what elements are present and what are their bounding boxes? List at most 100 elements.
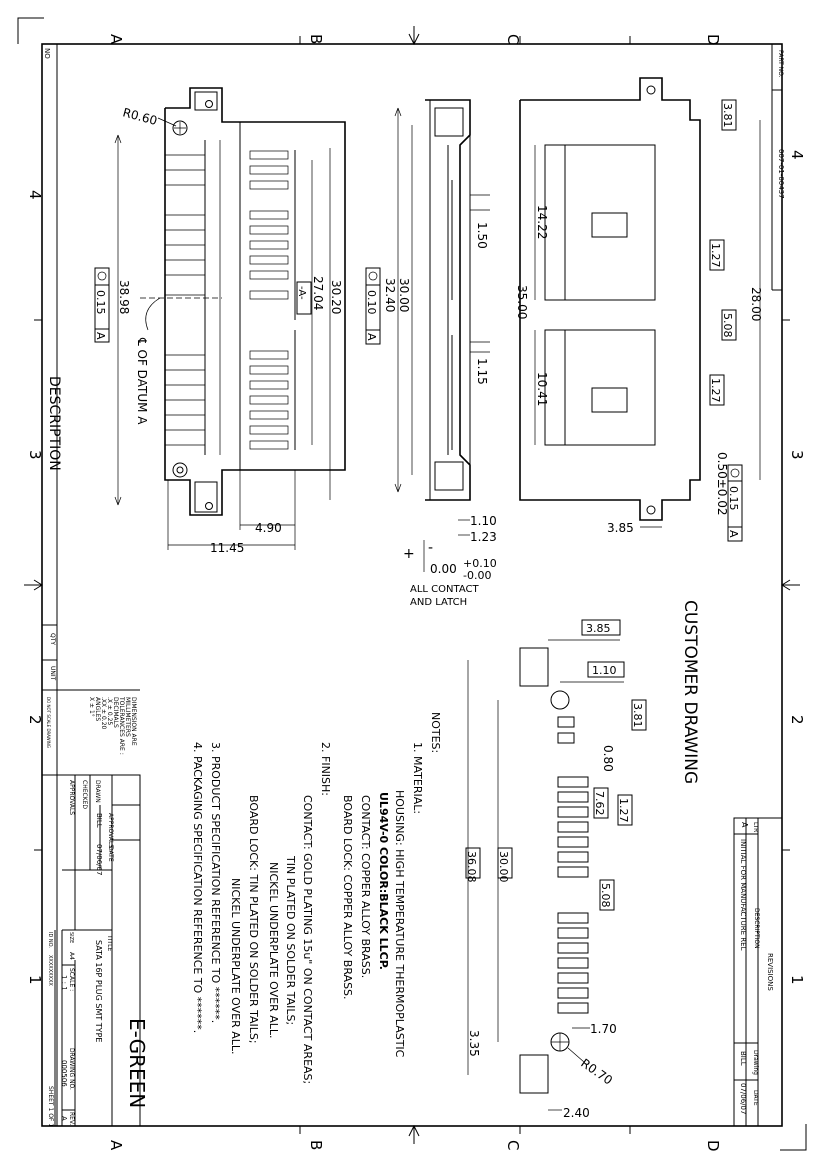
pcb-d385-box: [581, 619, 621, 636]
qty-label: QTY: [49, 633, 56, 645]
pcb-d385: 3.85: [586, 622, 611, 635]
view-c-bottom: 14.22 10.41 35.00 28.00 3.81 1.27 5.08 1…: [515, 77, 763, 542]
tb-title: SATA 16P PLUG SMT TYPE: [94, 940, 103, 1042]
contact-pin: [165, 225, 289, 235]
view-b-d000: 0.00: [430, 562, 457, 576]
notes-heading: NOTES:: [429, 712, 442, 753]
sheet-frame: [17, 17, 807, 1151]
tol-line-5: .X ± 0.25: [106, 697, 113, 725]
tb-id-label: ID NO.: [47, 932, 53, 948]
pcb-pad: [557, 927, 589, 939]
pcb-d762: 7.62: [593, 791, 606, 816]
zone-top-d: D: [704, 34, 722, 46]
view-a-datum-box-text: -A-: [296, 286, 307, 300]
pcb-pad: [557, 851, 589, 863]
pcb-d508: 5.08: [599, 883, 612, 908]
zone-left-3: 3: [26, 450, 44, 460]
pcb-d080: 0.80: [601, 745, 615, 772]
tb-checked: CHECKED: [81, 780, 88, 809]
tb-size-label: SIZE: [68, 932, 74, 943]
zone-left-2: 2: [26, 715, 44, 725]
unit-label: UNIT: [49, 666, 56, 681]
view-b-tol-dn: -0.00: [463, 569, 491, 582]
rev-row-desc: INITIAL FOR MANUFACTURE REL: [739, 839, 747, 951]
view-c-d127a-box: [709, 239, 725, 271]
contact-pin: [165, 180, 289, 190]
note-line-10: BOARD LOCK: TIN PLATED ON SOLDER TAILS;: [247, 795, 260, 1044]
revisions-title: REVISIONS: [766, 953, 774, 991]
note-line-6: 2. FINISH:: [319, 742, 332, 796]
contact-pin: [165, 410, 289, 420]
tol-line-7: ANGLES: [94, 697, 101, 721]
tb-drawn-by: BILL: [95, 813, 103, 828]
pcb-pad: [557, 716, 575, 728]
view-b-tol: 0.10: [365, 290, 378, 315]
zone-top-c: C: [504, 34, 522, 44]
view-a-d3020: 30.20: [329, 280, 343, 314]
view-a-tol-box: [94, 267, 110, 343]
view-c-d127b-box: [709, 374, 725, 406]
view-a-r060: R0.60: [121, 105, 158, 128]
pcb-pad: [557, 1002, 589, 1014]
view-c-d050: 0.50±0.02: [715, 452, 729, 516]
zone-bottom-a: A: [107, 1140, 125, 1151]
contact-pin: [165, 270, 289, 280]
note-line-11: NICKEL UNDERPLATE OVER ALL.: [229, 878, 242, 1055]
view-c-d2800: 28.00: [749, 287, 763, 321]
view-b-side: 30.00 32.40 0.10 A 1.50 1.15 1.10 1.23 +…: [365, 99, 497, 608]
view-c-d381: 3.81: [721, 103, 734, 128]
tb-rev: A: [60, 1116, 68, 1121]
view-c-d3500: 35.00: [515, 285, 529, 319]
tb-title-label: TITLE: [106, 934, 113, 951]
zone-left-4: 4: [26, 190, 44, 200]
tb-sheet: SHEET 1 OF 1: [47, 1086, 54, 1127]
view-b-tol-datum: A: [365, 333, 378, 341]
tb-drawing-no: 000506: [60, 1060, 68, 1087]
pcb-d335: 3.35: [467, 1030, 481, 1057]
zone-left-1: 1: [26, 975, 44, 985]
pcb-d170: 1.70: [590, 1022, 617, 1036]
pcb-d762-box: [593, 787, 609, 819]
view-b-contact2: AND LATCH: [410, 597, 467, 608]
tb-size: A4: [68, 952, 75, 960]
notes: NOTES: 1. MATERIAL: HOUSING: HIGH TEMPER…: [191, 712, 442, 1084]
tb-approvals: APPROVALS: [107, 813, 114, 848]
tb-drawing-no-label: DRAWING NO.: [68, 1048, 75, 1090]
view-c-tol-datum: A: [727, 530, 740, 538]
note-line-9: NICKEL UNDERPLATE OVER ALL.: [267, 862, 280, 1039]
description-strip: NO DESCRIPTION QTY UNIT: [42, 44, 62, 1126]
pcb-pad: [557, 836, 589, 848]
zone-right-3: 3: [788, 450, 806, 460]
description-label: DESCRIPTION: [46, 376, 62, 471]
view-a-tol: 0.15: [94, 290, 107, 315]
rev-row-by: BILL: [739, 1051, 747, 1066]
note-line-3: UL94V-0 COLOR:BLACK LLCP.: [377, 792, 390, 970]
view-b-plus: +: [403, 546, 415, 562]
view-b-d3000: 30.00: [397, 278, 411, 312]
view-b-d110: 1.10: [470, 514, 497, 528]
view-a-d2704: 27.04: [311, 276, 325, 310]
title-block: APPROVALS DATE DRAWN BILL 07/06/07 CHECK…: [41, 774, 149, 1127]
tb-drawn-date: 07/06/07: [95, 844, 103, 875]
note-line-12: 3. PRODUCT SPECIFICATION REFERENCE TO **…: [209, 742, 222, 1023]
pcb-layout: 36.08 30.00 3.85 1.10 3.81 0.80 1.27 7.6…: [465, 619, 647, 1120]
tol-line-1: DIMENSION ARE: [130, 697, 137, 746]
view-a-d1145: 11.45: [210, 541, 244, 555]
tolerance-block: DIMENSION ARE MILLIMETERS TOLERANCES ARE…: [42, 689, 140, 776]
rev-row-ltr: A: [740, 822, 749, 828]
revisions-block: REVISIONS LTR DESCRIPTION Drawing DATE A…: [733, 817, 783, 1127]
contact-pin: [165, 440, 289, 450]
tol-line-2: MILLIMETERS: [124, 697, 131, 737]
contact-pin: [165, 240, 289, 250]
pcb-pad: [557, 987, 589, 999]
pcb-d381: 3.81: [631, 703, 644, 728]
contact-pin: [165, 290, 289, 300]
rev-row-date: 07/06/07: [739, 1083, 747, 1114]
view-b-d3240: 32.40: [383, 278, 397, 312]
pcb-pad: [557, 972, 589, 984]
tb-id: XXXXXXXXX: [47, 955, 53, 986]
tol-line-6: .XX ± 0.20: [100, 697, 107, 730]
pcb-d3608: 36.08: [465, 851, 478, 883]
pcb-pad: [557, 776, 589, 788]
